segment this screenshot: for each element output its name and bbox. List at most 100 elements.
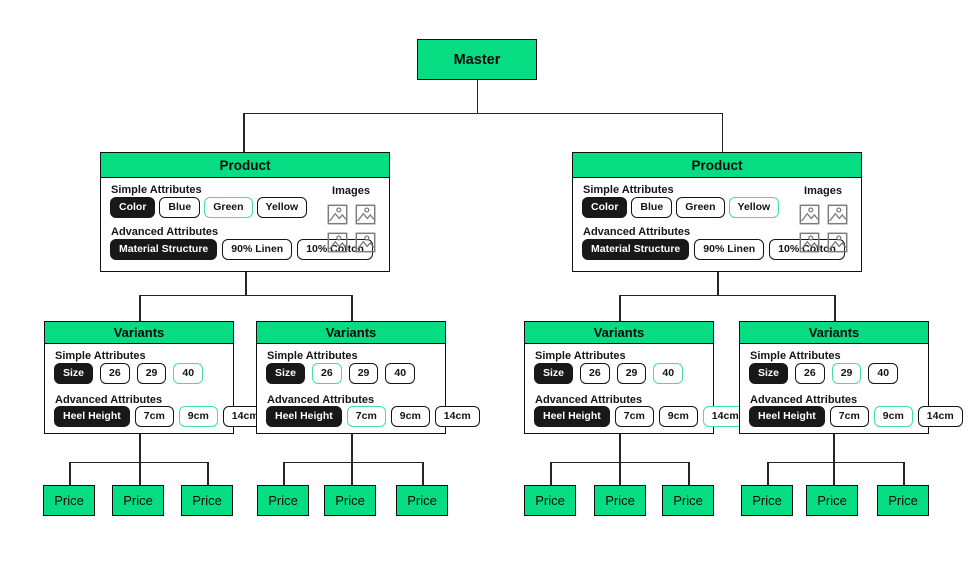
attribute-pill-size: Size: [266, 363, 306, 384]
connector-line: [619, 434, 621, 485]
connector-line: [688, 462, 690, 485]
advanced-attributes-row: Heel Height 7cm 9cm 14cm: [749, 406, 963, 427]
variants-node: Variants Simple Attributes Size 26 29 40…: [44, 321, 268, 434]
master-node: Master: [417, 39, 537, 80]
attribute-pill-14cm: 14cm: [702, 406, 748, 427]
price-node: Price: [396, 485, 448, 516]
images-label: Images: [332, 185, 370, 197]
price-node: Price: [112, 485, 164, 516]
connector-line: [139, 295, 141, 322]
connector-line: [834, 295, 836, 322]
simple-attributes-label: Simple Attributes: [111, 184, 202, 196]
advanced-attributes-label: Advanced Attributes: [55, 394, 163, 406]
advanced-attributes-row: Material Structure 90% Linen 10% Cotton: [110, 239, 373, 260]
price-node: Price: [662, 485, 714, 516]
image-placeholder-icon: [327, 232, 348, 253]
connector-line: [550, 461, 688, 463]
connector-line: [351, 434, 353, 485]
price-node: Price: [806, 485, 858, 516]
connector-line: [69, 461, 207, 463]
simple-attributes-label: Simple Attributes: [267, 350, 358, 362]
connector-line: [422, 462, 424, 485]
price-node: Price: [43, 485, 95, 516]
price-node: Price: [877, 485, 929, 516]
advanced-attributes-row: Heel Height 7cm 9cm 14cm: [54, 406, 268, 427]
attribute-pill-heel-height: Heel Height: [534, 406, 610, 427]
attribute-pill-cotton: 10% Cotton: [769, 239, 845, 260]
image-placeholder-icon: [799, 204, 820, 225]
connector-line: [283, 461, 422, 463]
image-placeholder-icon: [355, 204, 376, 225]
connector-line: [619, 295, 621, 322]
connector-line: [833, 434, 835, 485]
connector-line: [767, 462, 769, 485]
attribute-pill-26: 26: [100, 363, 130, 384]
image-placeholder-icon: [827, 232, 848, 253]
attribute-pill-size: Size: [54, 363, 94, 384]
connector-line: [243, 113, 245, 153]
product-node: Product Simple Attributes Color Blue Gre…: [572, 152, 862, 272]
connector-line: [283, 462, 285, 485]
price-node: Price: [741, 485, 793, 516]
connector-line: [245, 272, 247, 295]
attribute-pill-29: 29: [831, 363, 862, 384]
attribute-pill-7cm: 7cm: [134, 406, 174, 427]
connector-line: [351, 295, 353, 322]
attribute-pill-40: 40: [385, 363, 416, 384]
product-node: Product Simple Attributes Color Blue Gre…: [100, 152, 390, 272]
variants-node: Variants Simple Attributes Size 26 29 40…: [739, 321, 963, 434]
simple-attributes-row: Size 26 29 40: [749, 363, 899, 384]
connector-line: [721, 113, 723, 153]
price-node: Price: [257, 485, 309, 516]
attribute-pill-heel-height: Heel Height: [266, 406, 342, 427]
connector-line: [476, 80, 478, 113]
variants-node-title: Variants: [45, 322, 233, 344]
advanced-attributes-label: Advanced Attributes: [535, 394, 643, 406]
attribute-pill-size: Size: [534, 363, 574, 384]
images-label: Images: [804, 185, 842, 197]
simple-attributes-row: Size 26 29 40: [266, 363, 416, 384]
advanced-attributes-row: Material Structure 90% Linen 10% Cotton: [582, 239, 845, 260]
image-placeholder-icon: [327, 204, 348, 225]
attribute-pill-color: Color: [110, 197, 156, 218]
attribute-pill-9cm: 9cm: [873, 406, 913, 427]
attribute-pill-cotton: 10% Cotton: [297, 239, 373, 260]
attribute-pill-9cm: 9cm: [178, 406, 218, 427]
images-grid: [798, 204, 848, 253]
image-placeholder-icon: [799, 232, 820, 253]
attribute-pill-14cm: 14cm: [917, 406, 963, 427]
connector-line: [69, 462, 71, 485]
attribute-pill-green: Green: [676, 197, 725, 218]
advanced-attributes-label: Advanced Attributes: [267, 394, 375, 406]
variants-node: Variants Simple Attributes Size 26 29 40…: [256, 321, 480, 434]
attribute-pill-linen: 90% Linen: [694, 239, 765, 260]
connector-line: [139, 294, 351, 296]
connector-line: [207, 462, 209, 485]
attribute-pill-yellow: Yellow: [256, 197, 308, 218]
attribute-pill-material-structure: Material Structure: [110, 239, 218, 260]
variants-node-title: Variants: [740, 322, 928, 344]
product-node-title: Product: [573, 153, 861, 178]
attribute-pill-heel-height: Heel Height: [749, 406, 825, 427]
attribute-pill-yellow: Yellow: [728, 197, 780, 218]
variants-node: Variants Simple Attributes Size 26 29 40…: [524, 321, 748, 434]
attribute-pill-material-structure: Material Structure: [582, 239, 690, 260]
simple-attributes-label: Simple Attributes: [535, 350, 626, 362]
attribute-pill-29: 29: [616, 363, 647, 384]
simple-attributes-row: Color Blue Green Yellow: [582, 197, 780, 218]
price-node: Price: [524, 485, 576, 516]
attribute-pill-heel-height: Heel Height: [54, 406, 130, 427]
product-node-title: Product: [101, 153, 389, 178]
price-node: Price: [324, 485, 376, 516]
connector-line: [550, 462, 552, 485]
simple-attributes-row: Size 26 29 40: [54, 363, 204, 384]
attribute-pill-7cm: 7cm: [829, 406, 869, 427]
images-block: Images: [326, 185, 376, 253]
attribute-pill-7cm: 7cm: [346, 406, 386, 427]
price-node: Price: [181, 485, 233, 516]
attribute-pill-40: 40: [868, 363, 899, 384]
attribute-pill-size: Size: [749, 363, 789, 384]
attribute-pill-9cm: 9cm: [390, 406, 430, 427]
advanced-attributes-label: Advanced Attributes: [583, 226, 691, 238]
